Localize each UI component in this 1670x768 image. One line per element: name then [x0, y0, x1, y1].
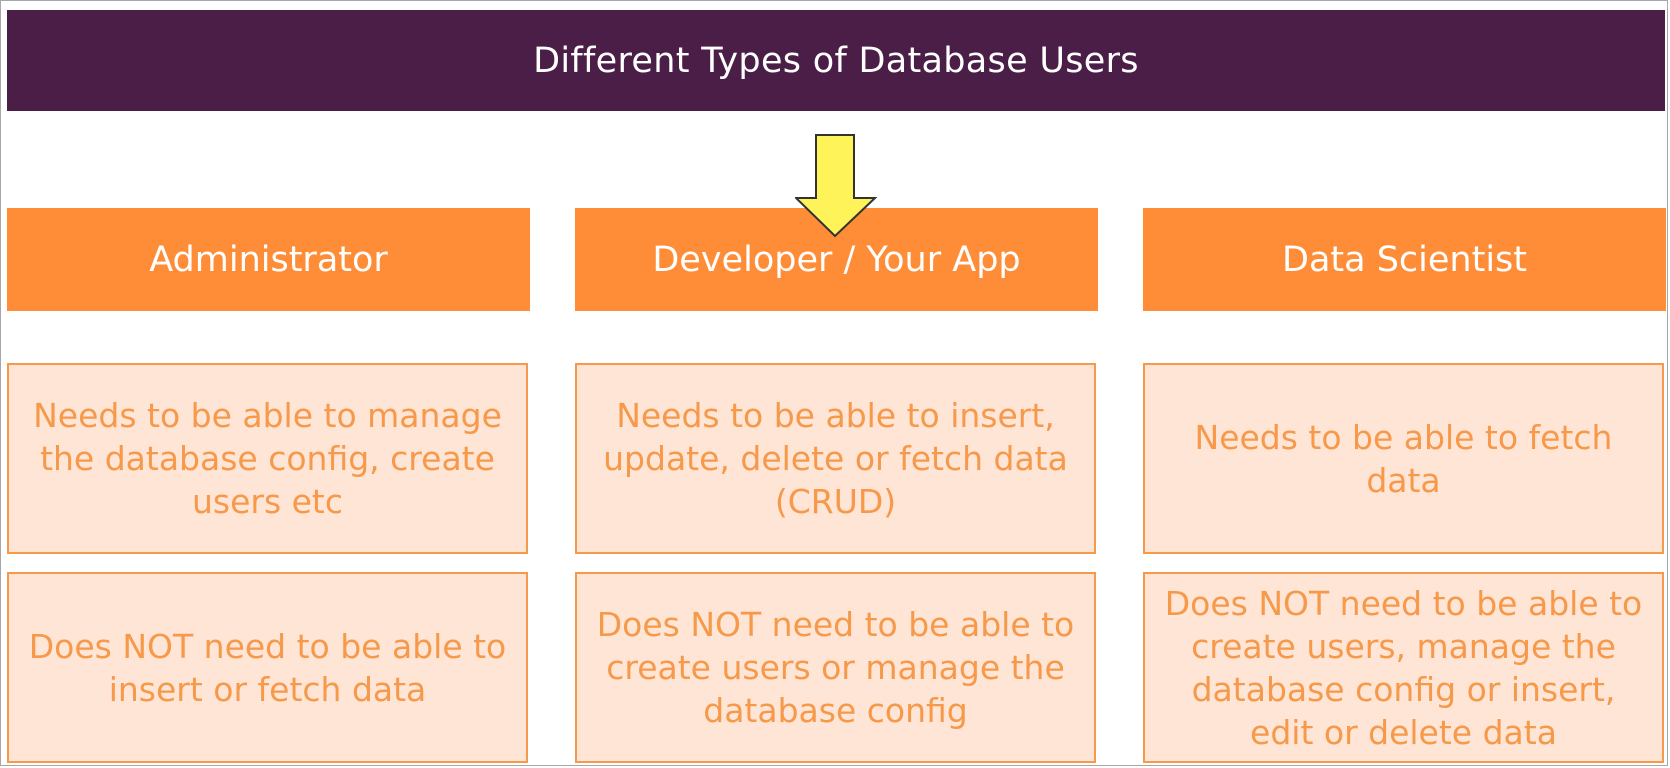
box-text: Needs to be able to manage the database …	[33, 396, 502, 521]
header-label: Administrator	[149, 239, 388, 280]
header-data-scientist: Data Scientist	[1143, 208, 1666, 311]
box-text: Does NOT need to be able to create users…	[596, 605, 1075, 730]
diagram-title: Different Types of Database Users	[533, 40, 1139, 81]
administrator-not-needs-box: Does NOT need to be able to insert or fe…	[7, 572, 528, 763]
developer-not-needs-box: Does NOT need to be able to create users…	[575, 572, 1096, 763]
box-text: Does NOT need to be able to create users…	[1164, 583, 1643, 752]
box-text: Does NOT need to be able to insert or fe…	[28, 626, 507, 709]
header-label: Data Scientist	[1282, 239, 1527, 280]
header-label: Developer / Your App	[652, 239, 1021, 280]
down-arrow-icon	[795, 134, 877, 238]
header-administrator: Administrator	[7, 208, 530, 311]
administrator-needs-box: Needs to be able to manage the database …	[7, 363, 528, 554]
box-text: Needs to be able to insert, update, dele…	[603, 396, 1068, 521]
data-scientist-needs-box: Needs to be able to fetch data	[1143, 363, 1664, 554]
box-text: Needs to be able to fetch data	[1194, 417, 1613, 500]
developer-needs-box: Needs to be able to insert, update, dele…	[575, 363, 1096, 554]
data-scientist-not-needs-box: Does NOT need to be able to create users…	[1143, 572, 1664, 763]
title-bar: Different Types of Database Users	[7, 10, 1665, 111]
